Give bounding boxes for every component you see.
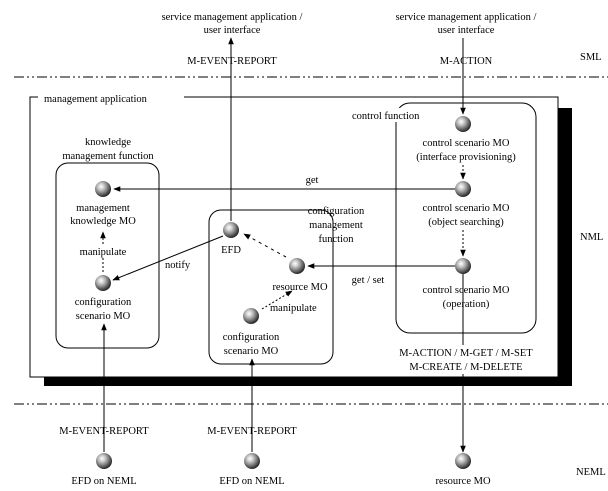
- control-mo3-line2: (operation): [443, 299, 490, 310]
- neml-resource-mo-sphere: [455, 453, 471, 469]
- control-mo2-line2: (object searching): [428, 217, 504, 228]
- knowledge-manipulate-label: manipulate: [80, 247, 127, 258]
- left-neml-efd-sphere: [96, 453, 112, 469]
- config-function-title-line1: configuration: [308, 206, 365, 217]
- top-left-app-line1: service management application /: [162, 12, 303, 23]
- config-scenario-mo-sphere: [243, 308, 259, 324]
- efd-sphere: [223, 222, 239, 238]
- management-knowledge-mo-sphere: [95, 181, 111, 197]
- control-mo-searching-sphere: [455, 181, 471, 197]
- top-right-app-line1: service management application /: [396, 12, 537, 23]
- layer-sml-label: SML: [580, 52, 602, 63]
- control-mo-interface-sphere: [455, 116, 471, 132]
- left-neml-efd-label: EFD on NEML: [71, 476, 136, 487]
- management-knowledge-mo-line1: management: [76, 203, 130, 214]
- config-manipulate-arrow: [261, 290, 293, 310]
- notify-arrow: [112, 235, 224, 281]
- control-function-title: control function: [352, 111, 420, 122]
- resource-to-efd-arrow: [243, 233, 287, 258]
- resource-mo-label: resource MO: [272, 282, 328, 293]
- management-application-title: management application: [44, 94, 148, 105]
- resource-mo-sphere: [289, 258, 305, 274]
- top-left-app-label: service management application / user in…: [162, 12, 303, 36]
- top-left-app-line2: user interface: [204, 25, 261, 36]
- neml-resource-mo-label: resource MO: [435, 476, 491, 487]
- config-scenario-mo-line2: scenario MO: [224, 346, 279, 357]
- config-manipulate-label: manipulate: [270, 303, 317, 314]
- bottom-ops-line2: M-CREATE / M-DELETE: [409, 362, 522, 373]
- efd-label: EFD: [221, 245, 241, 256]
- knowledge-config-scenario-mo-sphere: [95, 275, 111, 291]
- knowledge-function-title-line2: management function: [62, 151, 154, 162]
- get-label: get: [306, 175, 319, 186]
- config-function-title-line3: function: [319, 234, 355, 245]
- knowledge-function-title-line1: knowledge: [85, 137, 131, 148]
- top-action-label: M-ACTION: [440, 56, 493, 67]
- bottom-ops-line1: M-ACTION / M-GET / M-SET: [399, 348, 533, 359]
- mid-neml-efd-sphere: [244, 453, 260, 469]
- control-function-box: [395, 102, 537, 334]
- config-function-box: [208, 209, 334, 365]
- management-application-box: [29, 96, 559, 378]
- notify-label: notify: [165, 260, 191, 271]
- config-scenario-mo-line1: configuration: [223, 332, 280, 343]
- config-function-title-line2: management: [309, 220, 363, 231]
- knowledge-config-mo-line1: configuration: [75, 297, 132, 308]
- layer-nml-label: NML: [580, 232, 603, 243]
- top-right-app-line2: user interface: [438, 25, 495, 36]
- control-mo-operation-sphere: [455, 258, 471, 274]
- control-mo3-line1: control scenario MO: [423, 285, 510, 296]
- knowledge-function-box: [55, 162, 160, 349]
- management-knowledge-mo-line2: knowledge MO: [70, 216, 136, 227]
- control-mo2-line1: control scenario MO: [423, 203, 510, 214]
- knowledge-config-mo-line2: scenario MO: [76, 311, 131, 322]
- top-event-report-label: M-EVENT-REPORT: [187, 56, 277, 67]
- control-mo1-line2: (interface provisioning): [416, 152, 516, 163]
- layer-neml-label: NEML: [576, 467, 606, 478]
- top-right-app-label: service management application / user in…: [396, 12, 537, 36]
- control-mo1-line1: control scenario MO: [423, 138, 510, 149]
- mid-neml-efd-label: EFD on NEML: [219, 476, 284, 487]
- get-set-label: get / set: [352, 275, 385, 286]
